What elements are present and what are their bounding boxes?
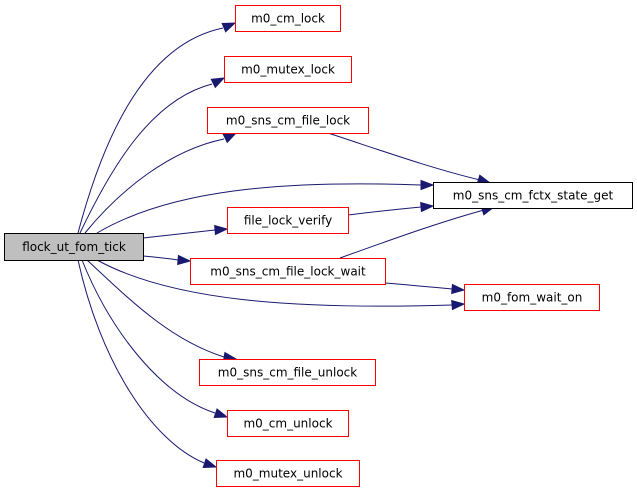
edge-flock-ut-fom-tick-to-m0-mutex-lock [79, 77, 226, 234]
node-label: file_lock_verify [244, 214, 332, 228]
edge-line [142, 255, 179, 261]
node-label: m0_cm_unlock [243, 417, 332, 431]
arrowhead-icon [451, 283, 466, 295]
arrowhead-icon [222, 132, 238, 144]
edge-line [96, 259, 453, 307]
node-m0-mutex-lock[interactable]: m0_mutex_lock [224, 56, 352, 83]
node-label: m0_sns_cm_file_lock [226, 114, 350, 128]
edge-flock-ut-fom-tick-to-m0-fom-wait-on [96, 259, 466, 311]
edge-line [142, 229, 216, 239]
edge-line [84, 138, 225, 234]
edge-flock-ut-fom-tick-to-m0-cm-lock [77, 22, 237, 234]
node-box [207, 107, 369, 134]
edges-layer [77, 22, 496, 469]
arrowhead-icon [177, 254, 192, 266]
arrowhead-icon [210, 77, 226, 89]
edge-flock-ut-fom-tick-to-m0-sns-cm-file-lock-wait [142, 254, 192, 266]
node-box [227, 410, 349, 437]
node-label: m0_mutex_lock [241, 63, 335, 77]
arrowhead-icon [221, 22, 237, 33]
node-m0-cm-lock[interactable]: m0_cm_lock [235, 5, 341, 32]
arrowhead-icon [420, 201, 435, 213]
node-file-lock-verify[interactable]: file_lock_verify [227, 207, 349, 234]
node-box [224, 56, 352, 83]
edge-flock-ut-fom-tick-to-m0-mutex-unlock [77, 259, 218, 469]
node-label: m0_sns_cm_file_unlock [218, 366, 357, 380]
edge-m0-sns-cm-file-lock-wait-to-m0-sns-cm-fctx-state-get [339, 205, 496, 259]
edge-line [77, 259, 205, 464]
node-label: m0_fom_wait_on [482, 291, 583, 305]
arrowhead-icon [214, 224, 229, 236]
arrowhead-icon [202, 458, 218, 469]
edge-file-lock-verify-to-m0-sns-cm-fctx-state-get [347, 201, 435, 216]
node-box [464, 284, 600, 311]
node-m0-cm-unlock[interactable]: m0_cm_unlock [227, 410, 349, 437]
node-box [216, 460, 360, 487]
node-m0-sns-cm-file-lock[interactable]: m0_sns_cm_file_lock [207, 107, 369, 134]
arrowhead-icon [451, 299, 466, 311]
arrowhead-icon [213, 408, 229, 419]
node-label: flock_ut_fom_tick [22, 240, 126, 254]
node-label: m0_sns_cm_file_lock_wait [210, 265, 366, 279]
edge-line [96, 183, 422, 234]
edge-m0-sns-cm-file-lock-wait-to-m0-fom-wait-on [384, 282, 466, 295]
arrowhead-icon [420, 179, 435, 191]
node-label: m0_cm_lock [251, 12, 325, 26]
edge-line [77, 27, 224, 234]
node-m0-sns-cm-file-lock-wait[interactable]: m0_sns_cm_file_lock_wait [190, 258, 386, 285]
node-box [235, 5, 341, 32]
edge-line [347, 206, 422, 216]
edge-line [81, 259, 216, 414]
edge-line [79, 83, 213, 234]
edge-flock-ut-fom-tick-to-file-lock-verify [142, 224, 229, 239]
edge-m0-sns-cm-file-lock-to-m0-sns-cm-fctx-state-get [327, 132, 492, 185]
node-m0-sns-cm-file-unlock[interactable]: m0_sns_cm_file_unlock [199, 359, 376, 386]
node-box [199, 359, 376, 386]
edge-line [327, 132, 481, 181]
node-box [227, 207, 349, 234]
nodes-layer: flock_ut_fom_tick m0_cm_lock m0_mutex_lock… [4, 5, 633, 487]
node-box [433, 182, 633, 209]
node-label: m0_mutex_unlock [233, 467, 342, 481]
node-flock-ut-fom-tick: flock_ut_fom_tick [4, 233, 144, 261]
edge-flock-ut-fom-tick-to-m0-sns-cm-fctx-state-get [96, 179, 435, 234]
node-box [4, 233, 144, 261]
edge-line [339, 209, 485, 259]
edge-line [384, 282, 453, 290]
node-m0-fom-wait-on[interactable]: m0_fom_wait_on [464, 284, 600, 311]
node-m0-mutex-unlock[interactable]: m0_mutex_unlock [216, 460, 360, 487]
edge-flock-ut-fom-tick-to-m0-sns-cm-file-lock [84, 132, 238, 234]
edge-line [86, 259, 225, 358]
edge-flock-ut-fom-tick-to-m0-cm-unlock [81, 259, 229, 419]
node-m0-sns-cm-fctx-state-get: m0_sns_cm_fctx_state_get [433, 182, 633, 209]
node-label: m0_sns_cm_fctx_state_get [453, 189, 614, 203]
node-box [190, 258, 386, 285]
